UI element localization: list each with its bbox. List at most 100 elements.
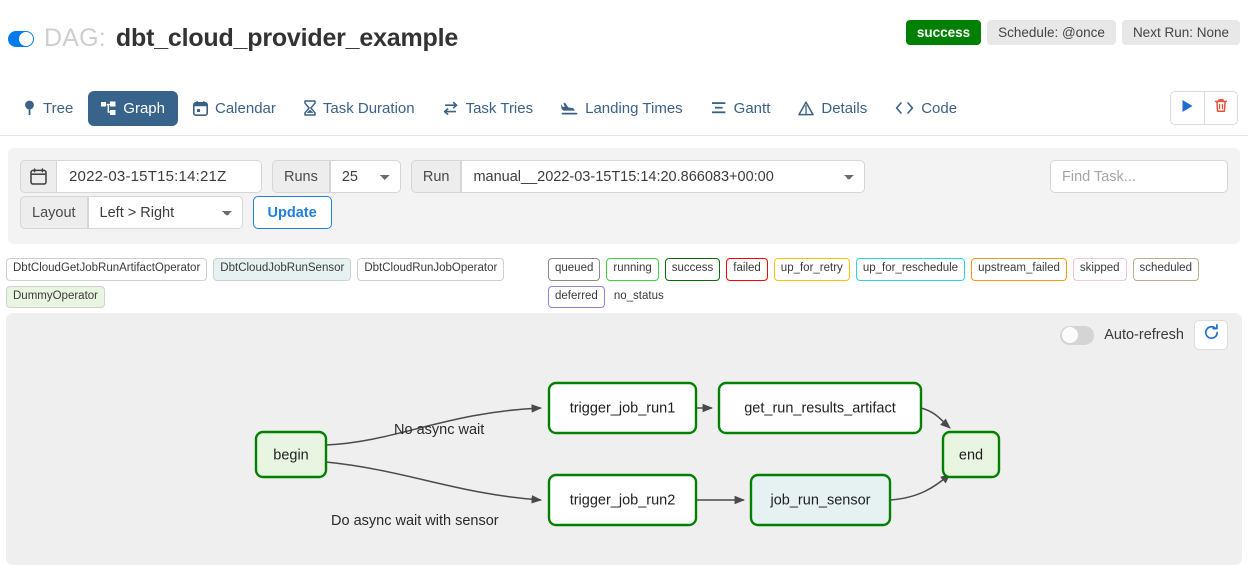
plane-landing-icon: [561, 101, 578, 116]
filter-toolbar: Runs 25 Run manual__2022-03-15T15:14:20.…: [8, 148, 1240, 244]
tab-details[interactable]: Details: [785, 91, 880, 126]
graph-canvas-panel[interactable]: Auto-refresh: [6, 313, 1242, 565]
layout-group: Layout Left > Right: [20, 196, 243, 229]
run-label: Run: [410, 160, 462, 193]
base-date-group: [20, 160, 262, 193]
runs-label: Runs: [272, 160, 330, 193]
graph-nodes: begin trigger_job_run1 get_run_results_a…: [254, 381, 1001, 527]
task-node-end[interactable]: end: [941, 430, 1001, 479]
header-badges: success Schedule: @once Next Run: None: [905, 20, 1240, 45]
task-node-label: end: [959, 447, 983, 463]
legend-state-skipped[interactable]: skipped: [1072, 258, 1127, 281]
tab-code[interactable]: Code: [882, 91, 970, 126]
legend-state-upstream-failed[interactable]: upstream_failed: [971, 258, 1067, 281]
dag-graph[interactable]: begin trigger_job_run1 get_run_results_a…: [6, 313, 1242, 565]
legend-operator-chip[interactable]: DbtCloudRunJobOperator: [357, 258, 505, 281]
operator-legend: DbtCloudGetJobRunArtifactOperator DbtClo…: [6, 258, 536, 308]
task-node-get-run-results-artifact[interactable]: get_run_results_artifact: [717, 381, 923, 435]
auto-refresh-label: Auto-refresh: [1104, 327, 1184, 343]
hourglass-icon: [304, 100, 316, 116]
graph-toolbar: Auto-refresh: [1060, 320, 1228, 350]
run-group: Run manual__2022-03-15T15:14:20.866083+0…: [410, 160, 866, 193]
find-task-input[interactable]: [1050, 160, 1228, 193]
tab-label: Tree: [43, 99, 74, 117]
num-runs-select[interactable]: 25: [329, 160, 401, 193]
update-button[interactable]: Update: [252, 196, 332, 229]
task-node-label: trigger_job_run2: [570, 492, 676, 508]
edge-sensor-to-end: [889, 473, 951, 501]
delete-dag-button[interactable]: [1204, 92, 1237, 124]
legend-state-failed[interactable]: failed: [726, 258, 768, 281]
dag-status-badge: success: [905, 20, 982, 45]
calendar-icon: [193, 100, 208, 116]
tab-label: Task Tries: [465, 99, 534, 117]
legend-operator-chip[interactable]: DbtCloudJobRunSensor: [213, 258, 352, 281]
tab-tree[interactable]: Tree: [10, 91, 86, 126]
dag-run-select[interactable]: manual__2022-03-15T15:14:20.866083+00:00: [461, 160, 866, 193]
legend-state-up-for-reschedule[interactable]: up_for_reschedule: [855, 258, 966, 281]
code-icon: [895, 101, 914, 115]
page-header: DAG: dbt_cloud_provider_example success …: [0, 0, 1248, 70]
state-legend: queued running success failed up_for_ret…: [548, 258, 1242, 308]
tab-label: Gantt: [733, 99, 771, 117]
task-node-job-run-sensor[interactable]: job_run_sensor: [749, 473, 892, 527]
view-tabs: Tree Graph Calendar Task Duration Task T: [10, 80, 970, 136]
legend-operator-chip[interactable]: DummyOperator: [6, 285, 105, 308]
tab-label: Task Duration: [322, 99, 415, 117]
tab-calendar[interactable]: Calendar: [180, 91, 289, 126]
task-node-begin[interactable]: begin: [254, 430, 328, 479]
legend-state-running[interactable]: running: [606, 258, 659, 281]
tab-gantt[interactable]: Gantt: [698, 91, 784, 126]
tab-landing-times[interactable]: Landing Times: [548, 91, 696, 126]
runs-group: Runs 25: [272, 160, 401, 193]
graph-edges: [325, 403, 951, 505]
graph-icon: [101, 101, 116, 116]
dag-action-buttons: [1170, 91, 1238, 125]
task-node-trigger-job-run1[interactable]: trigger_job_run1: [547, 381, 698, 435]
auto-refresh-toggle[interactable]: [1060, 325, 1095, 345]
tab-task-tries[interactable]: Task Tries: [430, 91, 547, 126]
view-tabbar: Tree Graph Calendar Task Duration Task T: [0, 80, 1248, 136]
refresh-icon: [1203, 324, 1220, 346]
task-node-label: job_run_sensor: [770, 492, 871, 508]
legend-state-up-for-retry[interactable]: up_for_retry: [773, 258, 850, 281]
calendar-icon[interactable]: [20, 160, 57, 193]
retry-icon: [443, 101, 459, 116]
tab-label: Code: [921, 99, 958, 117]
legend-state-queued[interactable]: queued: [548, 258, 601, 281]
filter-row-primary: Runs 25 Run manual__2022-03-15T15:14:20.…: [20, 160, 866, 193]
task-node-label: trigger_job_run1: [570, 400, 676, 416]
legend-state-scheduled[interactable]: scheduled: [1132, 258, 1199, 281]
legend-state-deferred[interactable]: deferred: [548, 285, 605, 308]
tab-task-duration[interactable]: Task Duration: [291, 91, 428, 126]
base-date-input[interactable]: [57, 160, 262, 193]
task-node-label: begin: [273, 447, 308, 463]
trash-icon: [1214, 98, 1228, 118]
refresh-button[interactable]: [1194, 320, 1228, 350]
task-node-label: get_run_results_artifact: [744, 400, 896, 416]
tab-graph[interactable]: Graph: [88, 90, 178, 126]
tab-label: Graph: [123, 99, 165, 117]
trigger-dag-button[interactable]: [1171, 92, 1204, 124]
edge-begin-to-trigger2: [325, 461, 543, 504]
triangle-info-icon: [798, 100, 815, 116]
filter-row-layout: Layout Left > Right Update: [20, 196, 332, 229]
edge-label-no-async-wait: No async wait: [394, 422, 484, 438]
edge-begin-to-trigger1: [325, 404, 543, 446]
tab-label: Details: [821, 99, 868, 117]
task-node-trigger-job-run2[interactable]: trigger_job_run2: [547, 473, 698, 527]
edge-artifact-to-end: [920, 407, 951, 429]
schedule-badge[interactable]: Schedule: @once: [987, 20, 1116, 45]
dag-name-label: dbt_cloud_provider_example: [115, 24, 459, 52]
layout-select[interactable]: Left > Right: [87, 196, 243, 229]
legend-state-success[interactable]: success: [664, 258, 721, 281]
legend-operator-chip[interactable]: DbtCloudGetJobRunArtifactOperator: [6, 258, 208, 281]
tab-label: Landing Times: [585, 99, 683, 117]
edge-label-do-async-wait: Do async wait with sensor: [331, 513, 499, 529]
dag-pause-toggle[interactable]: [8, 30, 34, 47]
next-run-badge[interactable]: Next Run: None: [1121, 20, 1240, 45]
play-icon: [1181, 99, 1194, 118]
legend-state-no-status[interactable]: no_status: [613, 289, 664, 302]
tree-icon: [23, 100, 36, 116]
dag-title: DAG: dbt_cloud_provider_example: [8, 24, 458, 53]
